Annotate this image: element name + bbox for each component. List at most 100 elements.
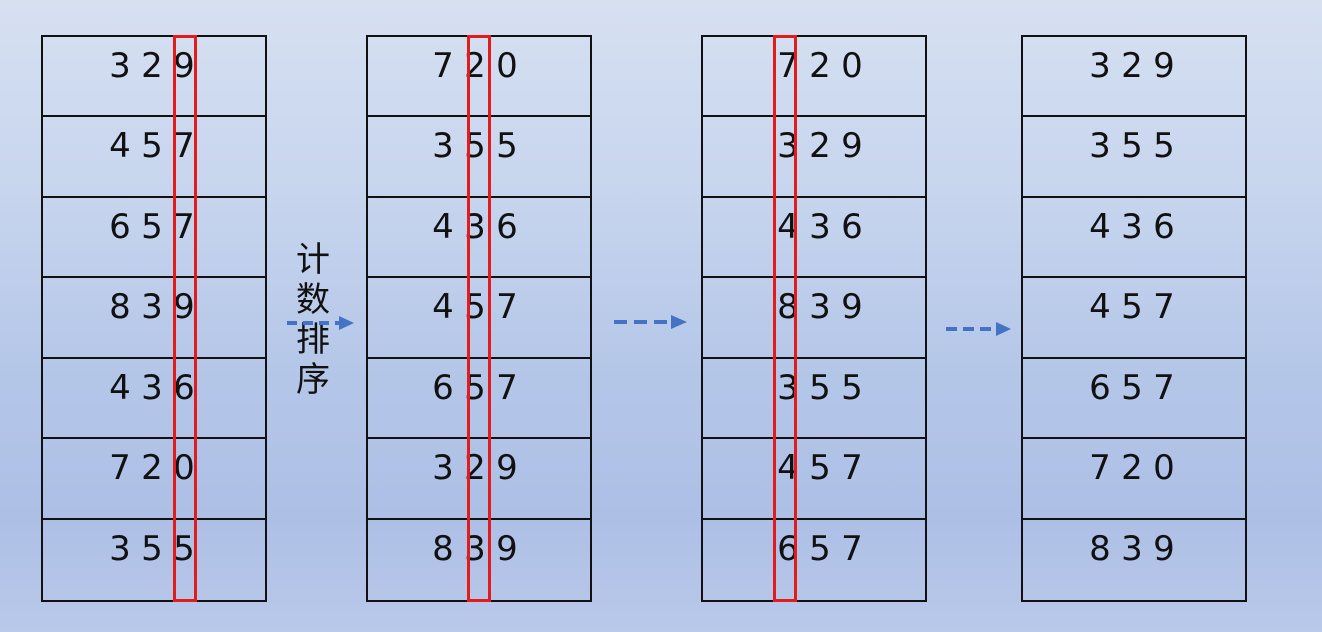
arrow-right-icon (945, 320, 1013, 338)
table-column-2: 7 2 0 3 5 5 4 3 6 (366, 35, 592, 602)
row-value: 4 5 7 (1084, 290, 1180, 324)
digit: 7 (1089, 448, 1111, 489)
digit: 3 (464, 528, 486, 569)
digit: 2 (809, 126, 831, 167)
digit: 3 (432, 126, 454, 167)
digit: 8 (1089, 528, 1111, 569)
digit: 0 (1153, 448, 1175, 489)
digit: 5 (1121, 287, 1143, 328)
table-row: 8 3 9 (703, 278, 925, 359)
table-row: 4 5 7 (43, 117, 265, 198)
digit: 4 (109, 126, 131, 167)
digit: 3 (1089, 46, 1111, 86)
column-1: 3 2 9 4 5 7 6 5 7 (41, 35, 267, 602)
digit: 4 (432, 206, 454, 247)
digit: 6 (173, 367, 195, 408)
digit: 3 (777, 367, 799, 408)
digit: 3 (109, 528, 131, 569)
row-value: 7 2 0 (772, 49, 868, 83)
table-row: 4 5 7 (703, 439, 925, 520)
row-value: 4 3 6 (772, 210, 868, 244)
table-row: 7 2 0 (1023, 439, 1245, 520)
row-value: 4 3 6 (104, 371, 200, 405)
digit: 8 (109, 287, 131, 328)
digit: 7 (841, 448, 863, 489)
digit: 7 (841, 528, 863, 569)
digit: 6 (432, 367, 454, 408)
digit: 7 (109, 448, 131, 489)
digit: 7 (777, 46, 799, 86)
digit: 8 (777, 287, 799, 328)
digit: 5 (141, 126, 163, 167)
digit: 3 (1121, 206, 1143, 247)
digit: 0 (841, 46, 863, 86)
table-row: 8 3 9 (368, 520, 590, 600)
digit: 5 (809, 528, 831, 569)
digit: 3 (464, 206, 486, 247)
digit: 5 (1121, 367, 1143, 408)
digit: 4 (109, 367, 131, 408)
digit: 9 (496, 528, 518, 569)
digit: 2 (141, 448, 163, 489)
table-row: 4 5 7 (1023, 278, 1245, 359)
digit: 2 (464, 448, 486, 489)
row-value: 6 5 7 (104, 210, 200, 244)
column-2: 7 2 0 3 5 5 4 3 6 (366, 35, 592, 602)
digit: 5 (1121, 126, 1143, 167)
table-row: 4 5 7 (368, 278, 590, 359)
row-value: 7 2 0 (1084, 451, 1180, 485)
table-row: 3 2 9 (1023, 37, 1245, 118)
digit: 5 (841, 367, 863, 408)
digit: 3 (141, 287, 163, 328)
table-row: 4 3 6 (368, 198, 590, 279)
label-char: 序 (296, 360, 330, 401)
row-value: 8 3 9 (1084, 532, 1180, 566)
table-row: 4 3 6 (1023, 198, 1245, 279)
row-value: 4 3 6 (427, 210, 523, 244)
row-value: 3 2 9 (1084, 49, 1180, 83)
digit: 7 (496, 287, 518, 328)
digit: 5 (141, 206, 163, 247)
row-value: 3 5 5 (1084, 129, 1180, 163)
table-row: 6 5 7 (43, 198, 265, 279)
digit: 3 (432, 448, 454, 489)
counting-sort-label: 计 数 排 序 (293, 240, 333, 400)
table-row: 7 2 0 (43, 439, 265, 520)
table-row: 3 2 9 (368, 439, 590, 520)
digit: 5 (464, 287, 486, 328)
digit: 5 (1153, 126, 1175, 167)
row-value: 3 5 5 (772, 371, 868, 405)
row-value: 7 2 0 (104, 451, 200, 485)
table-row: 4 3 6 (43, 359, 265, 440)
row-value: 3 2 9 (104, 49, 200, 83)
digit: 2 (141, 46, 163, 86)
digit: 4 (777, 448, 799, 489)
digit: 4 (432, 287, 454, 328)
row-value: 8 3 9 (427, 532, 523, 566)
digit: 3 (777, 126, 799, 167)
digit: 2 (1121, 448, 1143, 489)
label-char: 排 (296, 320, 330, 361)
table-column-3: 7 2 0 3 2 9 4 3 6 (701, 35, 927, 602)
digit: 4 (777, 206, 799, 247)
table-row: 3 5 5 (1023, 117, 1245, 198)
table-row: 7 2 0 (703, 37, 925, 118)
table-row: 7 2 0 (368, 37, 590, 118)
row-value: 7 2 0 (427, 49, 523, 83)
row-value: 4 5 7 (772, 451, 868, 485)
table-row: 3 5 5 (368, 117, 590, 198)
digit: 9 (173, 46, 195, 86)
arrow-right-icon (613, 313, 689, 331)
label-char: 数 (296, 280, 330, 321)
row-value: 3 2 9 (772, 129, 868, 163)
digit: 9 (173, 287, 195, 328)
digit: 3 (809, 206, 831, 247)
digit: 9 (841, 126, 863, 167)
digit: 5 (809, 367, 831, 408)
table-row: 8 3 9 (43, 278, 265, 359)
digit: 6 (109, 206, 131, 247)
digit: 9 (496, 448, 518, 489)
table-row: 8 3 9 (1023, 520, 1245, 600)
label-char: 计 (296, 240, 330, 280)
digit: 6 (496, 206, 518, 247)
